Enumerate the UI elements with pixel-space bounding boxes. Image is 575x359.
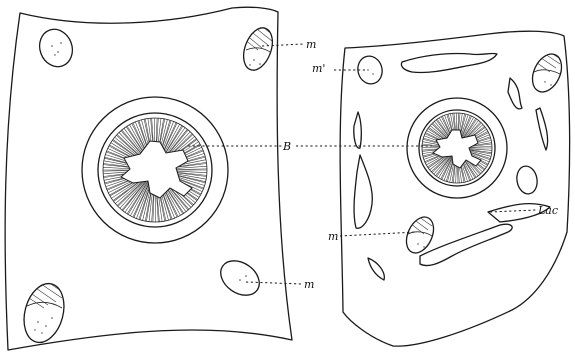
oval-body-lower-right — [214, 254, 266, 303]
label-Lac: Lac — [537, 204, 558, 217]
bundle-right — [407, 98, 507, 198]
oval-body-top-left — [34, 25, 77, 72]
lacuna-top-right — [508, 78, 522, 109]
label-m-top: m — [306, 38, 316, 51]
oval-body-right-lower — [515, 164, 540, 195]
mucilage-body-top — [238, 20, 277, 74]
bundle-left — [82, 97, 228, 243]
lacuna-top — [401, 53, 497, 72]
label-m-middle: m — [328, 230, 338, 243]
mucilage-body-right-top — [527, 46, 567, 97]
leader-Lac — [490, 210, 536, 212]
leader-m-middle — [340, 232, 416, 236]
label-B: B — [282, 140, 291, 153]
lacuna-left-bottom — [368, 258, 384, 280]
leader-m-top — [262, 44, 304, 46]
lacuna-left-lower — [354, 155, 372, 228]
label-m-bottom: m — [304, 278, 314, 291]
lacuna-right-middle — [536, 108, 548, 150]
mucilage-body-bottom-left — [18, 278, 70, 347]
lacuna-left-upper — [354, 112, 362, 148]
leader-m-bottom — [246, 282, 302, 284]
oval-body-lower-right-dots — [239, 275, 247, 281]
oval-body-top-left-dots — [51, 42, 62, 56]
label-m-prime: m' — [312, 62, 325, 75]
oval-body-m-prime-dots — [367, 69, 373, 74]
